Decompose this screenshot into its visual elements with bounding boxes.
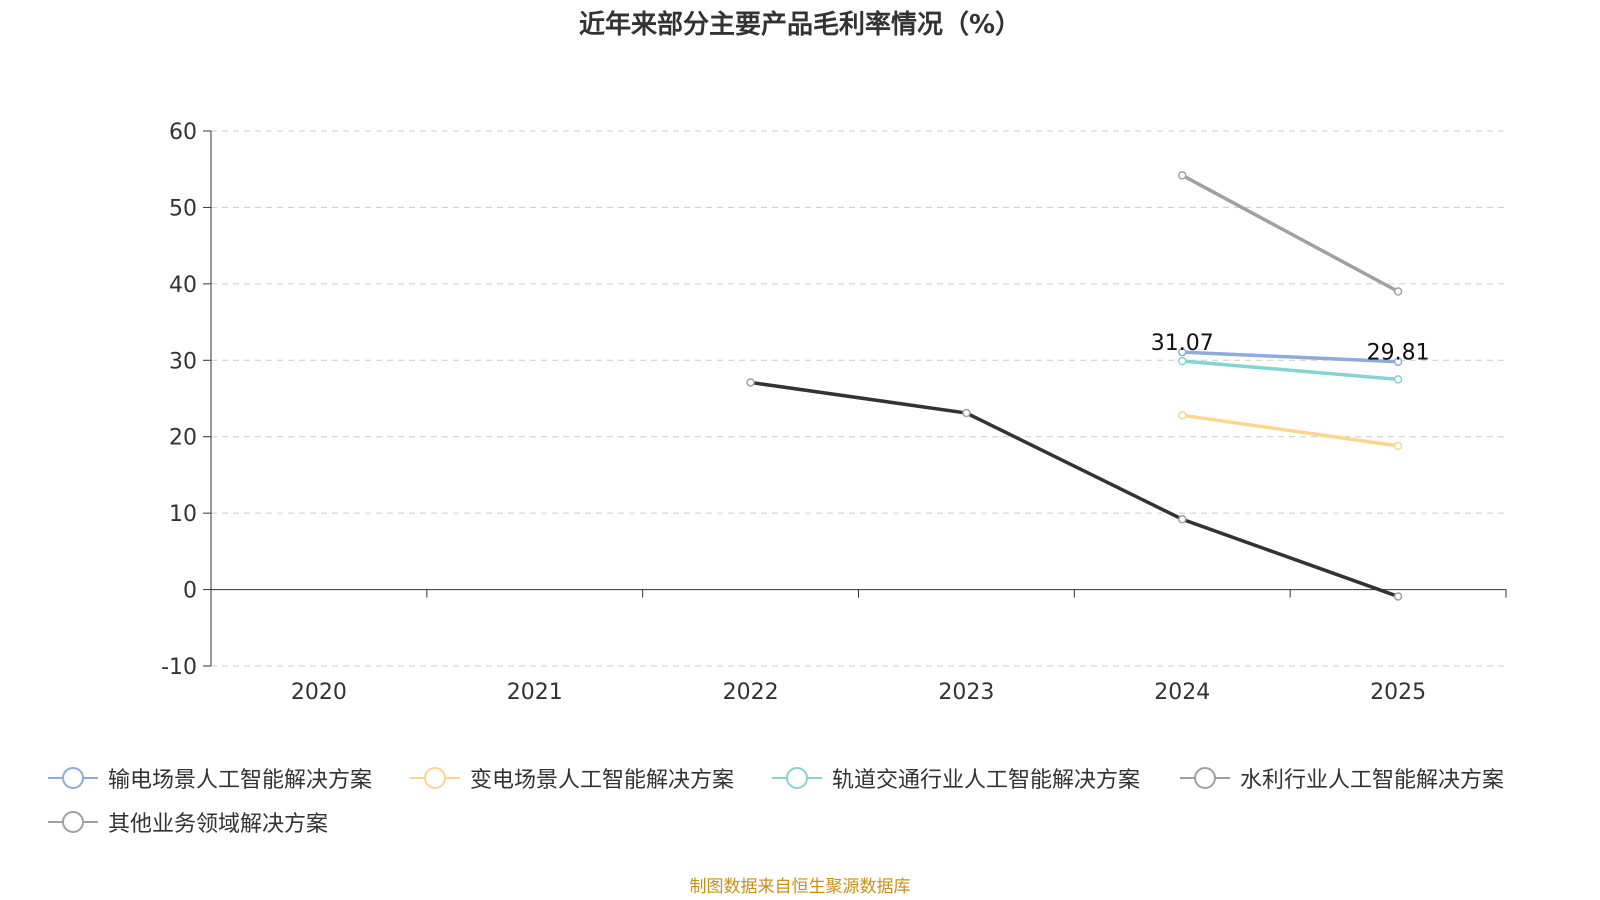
y-tick-label: 40 [169,273,197,298]
legend-label: 轨道交通行业人工智能解决方案 [832,768,1141,793]
data-point [962,408,971,418]
data-point [1393,375,1403,384]
data-point [1393,441,1403,451]
data-point [1178,356,1187,366]
legend-label: 其他业务领域解决方案 [108,812,329,837]
legend-item[interactable]: 变电场景人工智能解决方案 [410,762,734,794]
legend-label: 水利行业人工智能解决方案 [1240,768,1505,793]
data-point [1393,287,1403,296]
series-line [1182,350,1399,364]
y-tick-label: -10 [161,655,197,680]
legend-line-circle-icon [410,767,460,789]
series-line [750,380,1399,599]
legend-item[interactable]: 输电场景人工智能解决方案 [48,762,372,794]
data-point [1178,347,1187,357]
legend-item[interactable]: 其他业务领域解决方案 [48,806,328,838]
legend-line-circle-icon [772,767,822,789]
data-point [1178,171,1187,180]
y-tick-label: 50 [169,196,197,221]
data-point [1178,515,1187,524]
data-label: 29.81 [1367,341,1430,366]
legend-label: 变电场景人工智能解决方案 [470,768,735,793]
chart-title: 近年来部分主要产品毛利率情况（%） [578,10,1022,40]
legend-line-circle-icon [48,767,98,789]
data-point [746,378,755,387]
y-tick-label: 10 [169,502,197,527]
legend-line-circle-icon [1180,767,1230,789]
data-label: 31.07 [1151,331,1214,356]
x-tick-label: 2020 [291,680,347,705]
legend-item[interactable]: 水利行业人工智能解决方案 [1180,762,1504,794]
line-chart: -10 0 10 20 30 40 50 60 2020 2021 2022 2023 2024 2025… [161,120,1507,705]
source-note: 制图数据来自恒生聚源数据库 [689,877,911,897]
legend-item[interactable]: 轨道交通行业人工智能解决方案 [772,762,1140,794]
y-tick-label: 20 [169,426,197,451]
series-line [1181,173,1399,294]
y-tick-label: 0 [183,579,197,604]
legend-label: 输电场景人工智能解决方案 [108,768,373,793]
data-point [1393,357,1403,366]
x-tick-label: 2022 [723,680,779,705]
x-tick-label: 2024 [1154,680,1210,705]
y-tick-label: 60 [169,120,197,145]
series-line [1182,359,1399,382]
legend-line-circle-icon [48,811,98,833]
x-tick-label: 2023 [938,680,994,705]
y-tick-label: 30 [169,349,197,374]
x-tick-label: 2021 [507,680,563,705]
series-line [1182,413,1399,448]
data-point [1393,592,1403,601]
data-point [1178,411,1187,420]
x-tick-label: 2025 [1370,680,1426,705]
